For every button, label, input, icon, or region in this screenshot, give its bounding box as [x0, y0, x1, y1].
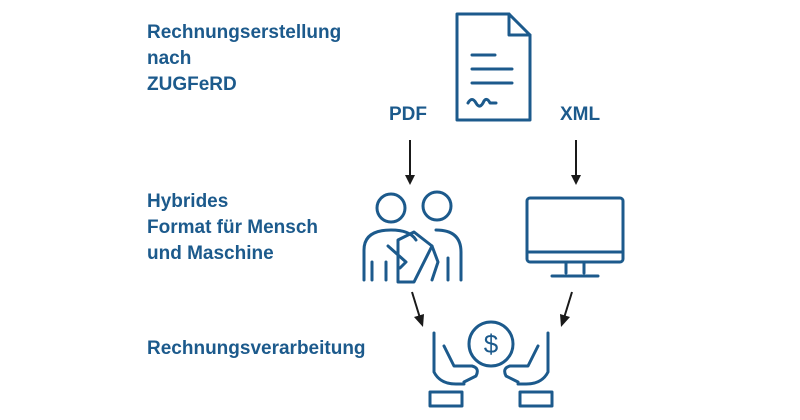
label-invoice-processing: Rechnungsverarbeitung — [147, 338, 366, 359]
label-line: ZUGFeRD — [147, 74, 237, 95]
label-line: Rechnungserstellung — [147, 22, 342, 43]
label-hybrid-format: Hybrides Format für Mensch und Maschine — [147, 189, 318, 267]
label-line: Format für Mensch — [147, 217, 319, 238]
format-pdf-label: PDF — [389, 104, 427, 125]
format-xml-label: XML — [560, 104, 601, 125]
arrow-pdf-to-people — [405, 140, 415, 185]
two-people-icon — [362, 190, 463, 284]
hands-holding-coin-icon — [428, 331, 554, 408]
computer-monitor-icon — [525, 196, 625, 278]
coin-icon: $ — [467, 320, 515, 368]
invoice-document-icon — [455, 12, 532, 122]
label-line: und Maschine — [147, 243, 274, 264]
coin-symbol: $ — [484, 329, 499, 359]
arrow-people-to-processing — [411, 291, 424, 327]
label-line: Hybrides — [147, 191, 229, 212]
label-invoice-creation: Rechnungserstellung nach ZUGFeRD — [147, 20, 341, 98]
arrow-monitor-to-processing — [560, 291, 573, 327]
arrow-xml-to-monitor — [571, 140, 581, 185]
label-line: nach — [147, 48, 192, 69]
